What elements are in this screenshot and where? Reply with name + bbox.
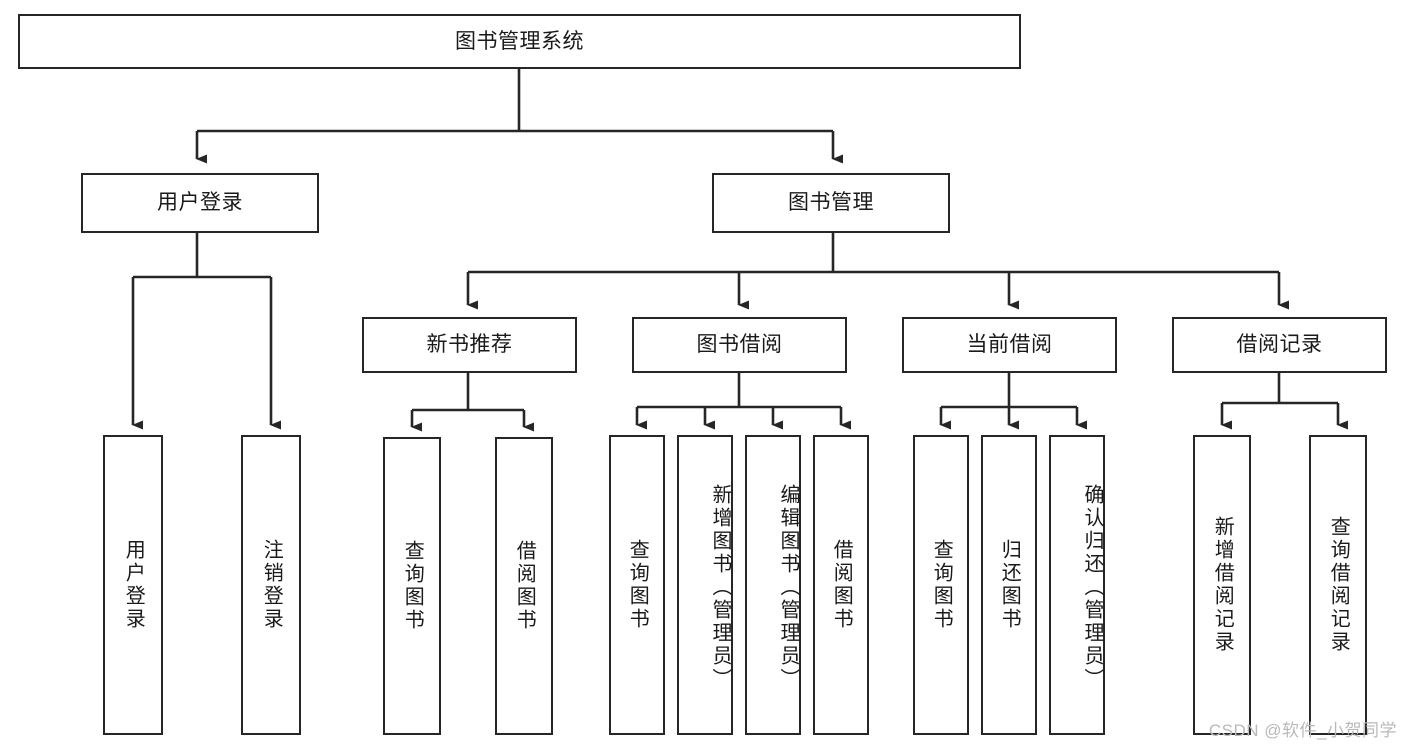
node-root[interactable]: 图书管理系统 [18,14,1021,69]
node-current-borrow[interactable]: 当前借阅 [902,317,1117,373]
node-leaf-add-borrow-record[interactable]: 新增借阅记录 [1193,435,1251,735]
node-leaf-confirm-return-label: 确认归还（管理员） [1081,483,1103,691]
node-book-borrow[interactable]: 图书借阅 [632,317,847,373]
node-leaf-borrow-book-1[interactable]: 借阅图书 [495,437,553,735]
node-leaf-user-logout[interactable]: 注销登录 [241,435,301,735]
node-leaf-query-book-2[interactable]: 查询图书 [609,435,665,735]
node-leaf-query-book-1[interactable]: 查询图书 [383,437,441,735]
node-user-login-label: 用户登录 [157,191,243,215]
node-new-book-recommend-label: 新书推荐 [426,333,513,357]
node-leaf-query-borrow-record-label: 查询借阅记录 [1327,516,1350,654]
node-leaf-query-book-2-label: 查询图书 [626,539,649,631]
node-leaf-user-login-label: 用户登录 [122,539,145,631]
node-borrow-record[interactable]: 借阅记录 [1172,317,1387,373]
node-leaf-borrow-book-2[interactable]: 借阅图书 [813,435,869,735]
node-book-manage-label: 图书管理 [788,191,874,215]
node-new-book-recommend[interactable]: 新书推荐 [362,317,577,373]
node-current-borrow-label: 当前借阅 [966,333,1053,357]
node-leaf-edit-book[interactable]: 编辑图书（管理员） [745,435,801,735]
node-user-login[interactable]: 用户登录 [81,173,319,233]
node-leaf-query-book-3-label: 查询图书 [930,539,953,631]
node-leaf-query-book-1-label: 查询图书 [401,540,424,632]
node-book-manage[interactable]: 图书管理 [712,173,950,233]
node-leaf-return-book[interactable]: 归还图书 [981,435,1037,735]
node-leaf-add-book-label: 新增图书（管理员） [709,483,731,691]
node-leaf-add-book[interactable]: 新增图书（管理员） [677,435,733,735]
node-leaf-borrow-book-2-label: 借阅图书 [830,539,853,631]
node-root-label: 图书管理系统 [455,29,584,53]
node-leaf-user-logout-label: 注销登录 [260,539,283,631]
node-leaf-query-borrow-record[interactable]: 查询借阅记录 [1309,435,1367,735]
node-leaf-edit-book-label: 编辑图书（管理员） [777,483,799,691]
node-leaf-borrow-book-1-label: 借阅图书 [513,540,536,632]
node-leaf-add-borrow-record-label: 新增借阅记录 [1211,516,1234,654]
node-leaf-confirm-return[interactable]: 确认归还（管理员） [1049,435,1105,735]
node-book-borrow-label: 图书借阅 [696,333,783,357]
node-leaf-query-book-3[interactable]: 查询图书 [913,435,969,735]
node-borrow-record-label: 借阅记录 [1236,333,1323,357]
node-leaf-user-login[interactable]: 用户登录 [103,435,163,735]
node-leaf-return-book-label: 归还图书 [998,539,1021,631]
